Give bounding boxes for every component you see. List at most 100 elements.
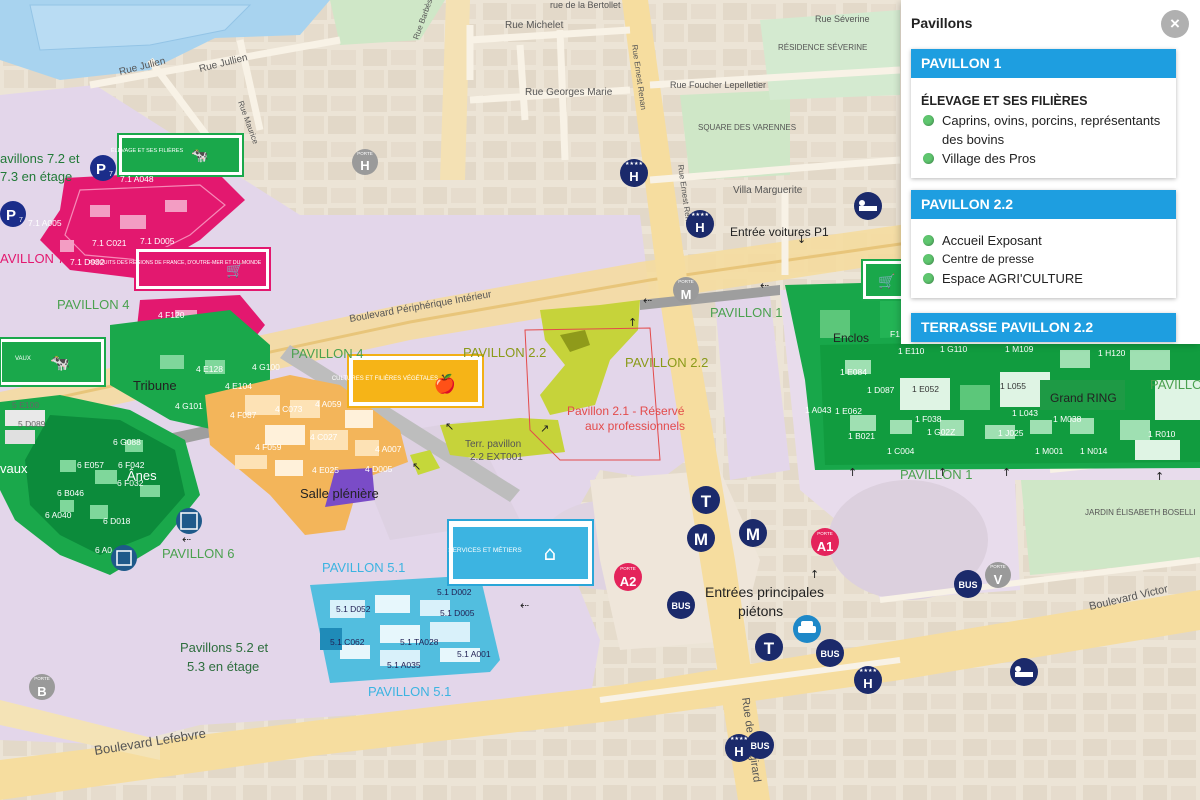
card-title[interactable]: PAVILLON 2.2	[911, 190, 1176, 219]
hotel-marker-2[interactable]: ★★★★ H	[686, 210, 714, 238]
svg-text:PAVILLON 5.1: PAVILLON 5.1	[368, 684, 451, 699]
svg-text:RÉSIDENCE SÉVERINE: RÉSIDENCE SÉVERINE	[778, 43, 867, 52]
porte-v-marker[interactable]: PORTE V	[985, 562, 1011, 588]
street-lines	[89, 25, 901, 275]
svg-text:4 A059: 4 A059	[315, 399, 342, 409]
pavillons-panel[interactable]: Pavillons × PAVILLON 1 ÉLEVAGE ET SES FI…	[901, 0, 1200, 344]
svg-text:7.1 A005: 7.1 A005	[28, 218, 62, 228]
porte-m-marker[interactable]: PORTE M	[673, 277, 699, 303]
svg-text:↑: ↑	[1002, 466, 1011, 479]
metro-marker-2[interactable]: M	[739, 519, 767, 547]
svg-text:5.3 en étage: 5.3 en étage	[187, 659, 259, 674]
toilet-icon[interactable]	[111, 545, 137, 571]
svg-text:PAVILLON 2.2: PAVILLON 2.2	[625, 355, 708, 370]
taxi-icon[interactable]	[793, 615, 821, 643]
panel-title: Pavillons	[911, 15, 973, 31]
svg-text:★★★★: ★★★★	[859, 668, 877, 674]
svg-text:PAVILLON: PAVILLON	[1150, 377, 1200, 392]
card-title[interactable]: PAVILLON 1	[911, 49, 1176, 78]
pavillon-4-orange[interactable]	[205, 375, 440, 535]
list-item[interactable]: Caprins, ovins, porcins, représentants d…	[921, 111, 1166, 149]
green-dot-icon	[923, 254, 934, 265]
hotel-marker[interactable]: ★★★★ H	[620, 159, 648, 187]
svg-text:Enclos: Enclos	[833, 331, 869, 345]
svg-text:5 E100: 5 E100	[12, 400, 39, 410]
bus-marker[interactable]: BUS	[667, 591, 695, 619]
svg-text:↑: ↑	[1155, 470, 1164, 483]
svg-text:⌂: ⌂	[544, 541, 557, 565]
svg-text:↗: ↗	[540, 422, 549, 435]
svg-text:H: H	[863, 676, 872, 691]
svg-text:7.1 D032: 7.1 D032	[70, 257, 105, 267]
sleep-icon[interactable]	[854, 192, 882, 220]
svg-text:1 A043: 1 A043	[805, 405, 832, 415]
pavillon-2-2[interactable]	[440, 300, 640, 460]
sleep-icon-2[interactable]	[1010, 658, 1038, 686]
svg-text:5.1 D052: 5.1 D052	[336, 604, 371, 614]
svg-text:7: 7	[109, 171, 113, 178]
svg-text:avillons 7.2 et: avillons 7.2 et	[0, 151, 80, 166]
bus-marker-3[interactable]: BUS	[954, 570, 982, 598]
boulevard-peripherique	[0, 195, 1200, 430]
svg-text:↖: ↖	[412, 460, 421, 473]
parking-p7-marker-2[interactable]: P 7	[0, 201, 26, 227]
card-pavillon-2-2[interactable]: PAVILLON 2.2 Accueil Exposant Centre de …	[911, 190, 1176, 298]
svg-text:4 E104: 4 E104	[225, 381, 252, 391]
svg-text:BUS: BUS	[750, 741, 769, 751]
svg-text:5.1 C062: 5.1 C062	[330, 637, 365, 647]
svg-text:6 A040: 6 A040	[45, 510, 72, 520]
svg-text:H: H	[734, 744, 743, 759]
hotel-marker-4[interactable]: ★★★★ H	[725, 734, 753, 762]
svg-text:4 D005: 4 D005	[365, 464, 393, 474]
svg-text:1 H120: 1 H120	[1098, 348, 1126, 358]
svg-text:PORTE: PORTE	[817, 531, 832, 536]
bus-marker-2[interactable]: BUS	[816, 639, 844, 667]
svg-text:6 D018: 6 D018	[103, 516, 131, 526]
list-item[interactable]: Village des Pros	[921, 149, 1166, 168]
svg-text:5.1 A035: 5.1 A035	[387, 660, 421, 670]
svg-text:★★★★: ★★★★	[691, 212, 709, 218]
porte-a2-marker[interactable]: PORTE A2	[614, 563, 642, 591]
svg-text:⇠: ⇠	[643, 294, 652, 307]
water-detail	[29, 4, 252, 51]
svg-text:F1: F1	[890, 329, 900, 339]
svg-text:Ânes: Ânes	[127, 468, 157, 483]
porte-h-marker[interactable]: PORTE H	[352, 149, 378, 175]
park-jardin	[1020, 455, 1200, 575]
svg-text:Pavillon 2.1 - Réservé: Pavillon 2.1 - Réservé	[567, 404, 685, 418]
tram-marker[interactable]: T	[692, 486, 720, 514]
metro-marker[interactable]: M	[687, 524, 715, 552]
svg-text:4 A007: 4 A007	[375, 444, 402, 454]
svg-text:M: M	[681, 287, 692, 302]
svg-text:T: T	[764, 639, 775, 658]
stand-labels: 7.1 A048 7.1 C021 7.1 D005 7.1 A005 7.1 …	[12, 174, 1176, 670]
svg-text:H: H	[629, 169, 638, 184]
tram-marker-2[interactable]: T	[755, 633, 783, 661]
porte-b-marker[interactable]: PORTE B	[29, 674, 55, 700]
sign-elevage: ÉLEVAGE ET SES FILIÈRES 🐄	[111, 133, 244, 177]
list-item[interactable]: Centre de presse	[921, 250, 1166, 269]
porte-a1-marker[interactable]: PORTE A1	[811, 528, 839, 556]
svg-text:⇠: ⇠	[760, 279, 769, 292]
exhibition-grounds-east	[715, 295, 790, 480]
elevator-icon[interactable]	[176, 508, 202, 534]
pavillon-5-1[interactable]	[310, 575, 500, 683]
pavillon-2-1-outline	[524, 327, 661, 461]
card-pavillon-1[interactable]: PAVILLON 1 ÉLEVAGE ET SES FILIÈRES Capri…	[911, 49, 1176, 178]
svg-text:P: P	[6, 207, 16, 224]
close-button[interactable]: ×	[1161, 10, 1189, 38]
svg-text:Pavillons 5.2 et: Pavillons 5.2 et	[180, 640, 269, 655]
list-item[interactable]: Espace AGRI'CULTURE	[921, 269, 1166, 288]
svg-text:5.1 TA028: 5.1 TA028	[400, 637, 439, 647]
parking-p7-marker[interactable]: P 7	[90, 155, 116, 181]
bus-marker-4[interactable]: BUS	[746, 731, 774, 759]
svg-text:1 B021: 1 B021	[848, 431, 875, 441]
list-item[interactable]: Accueil Exposant	[921, 231, 1166, 250]
hotel-marker-3[interactable]: ★★★★ H	[854, 666, 882, 694]
svg-text:6 G088: 6 G088	[113, 437, 141, 447]
card-title[interactable]: TERRASSE PAVILLON 2.2	[911, 313, 1176, 342]
card-terrasse-pavillon-2-2[interactable]: TERRASSE PAVILLON 2.2	[911, 313, 1176, 342]
svg-text:4 F059: 4 F059	[255, 442, 282, 452]
